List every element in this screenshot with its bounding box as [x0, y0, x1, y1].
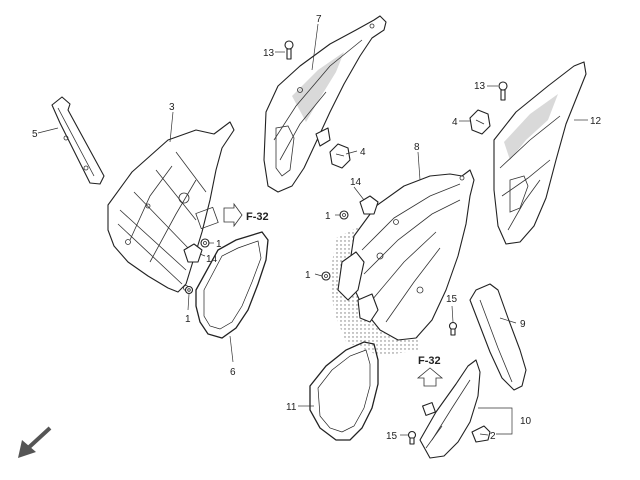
part-14-clip-center: [359, 195, 379, 215]
callout-4-right: 4: [452, 117, 458, 128]
leader-lines: [37, 23, 588, 436]
part-15-bolt-lower: [407, 430, 417, 445]
callout-2: 2: [490, 431, 496, 442]
reference-arrow-icon: [223, 202, 243, 228]
left-f32-label: F-32: [246, 211, 269, 223]
callout-12: 12: [590, 116, 602, 127]
part-4-grommet-right: [469, 109, 491, 135]
part-7-upper-cover: [263, 15, 387, 193]
callout-4-center: 4: [360, 147, 366, 158]
callout-15-upper: 15: [446, 294, 458, 305]
part-3-left-side-cover: [107, 121, 235, 293]
part-13-bolt-right: [498, 81, 508, 101]
callout-13-right: 13: [474, 81, 486, 92]
callout-14-center: 14: [350, 177, 362, 188]
callout-7: 7: [316, 14, 322, 25]
part-1-fastener-left-upper: [200, 238, 210, 248]
callout-9: 9: [520, 319, 526, 330]
front-direction-arrow-icon: [18, 426, 52, 458]
part-12-right-upper-cover: [493, 61, 587, 245]
reference-arrow-icon: [416, 367, 444, 387]
callout-14-left: 14: [206, 254, 218, 265]
right-f32-label: F-32: [418, 355, 441, 367]
part-1-fastener-center-upper: [339, 210, 349, 220]
part-14-clip-left: [183, 243, 203, 263]
callout-10: 10: [520, 416, 532, 427]
right-f32-reference: F-32: [416, 355, 444, 387]
callout-8: 8: [414, 142, 420, 153]
part-4-grommet-center: [329, 143, 351, 169]
callout-15-lower: 15: [386, 431, 398, 442]
part-13-bolt-upper: [284, 40, 294, 60]
part-6-left-gasket: [195, 231, 269, 339]
callout-1-left-upper: 1: [216, 239, 222, 250]
part-9-right-strip: [469, 283, 527, 391]
left-f32-reference: F-32: [195, 202, 269, 230]
callout-1-center-lower: 1: [305, 270, 311, 281]
callout-11: 11: [286, 402, 297, 413]
part-5-strap: [51, 96, 105, 185]
callout-1-left-lower: 1: [185, 314, 191, 325]
part-1-fastener-center-lower: [321, 271, 331, 281]
part-10-lower-cover: [419, 359, 481, 459]
callout-5: 5: [32, 129, 38, 140]
part-8-center-cover: [337, 169, 475, 341]
callout-3: 3: [169, 102, 175, 113]
callout-13-upper: 13: [263, 48, 275, 59]
part-11-center-gasket: [309, 341, 379, 441]
callout-6: 6: [230, 367, 236, 378]
part-1-fastener-left-lower: [184, 285, 194, 295]
callout-labels: 5 3 7 13 4 4 13 12 8 14 1 1 1 14 1 6 11 …: [32, 14, 602, 442]
part-15-bolt-upper: [448, 321, 458, 336]
callout-1-center-upper: 1: [325, 211, 331, 222]
